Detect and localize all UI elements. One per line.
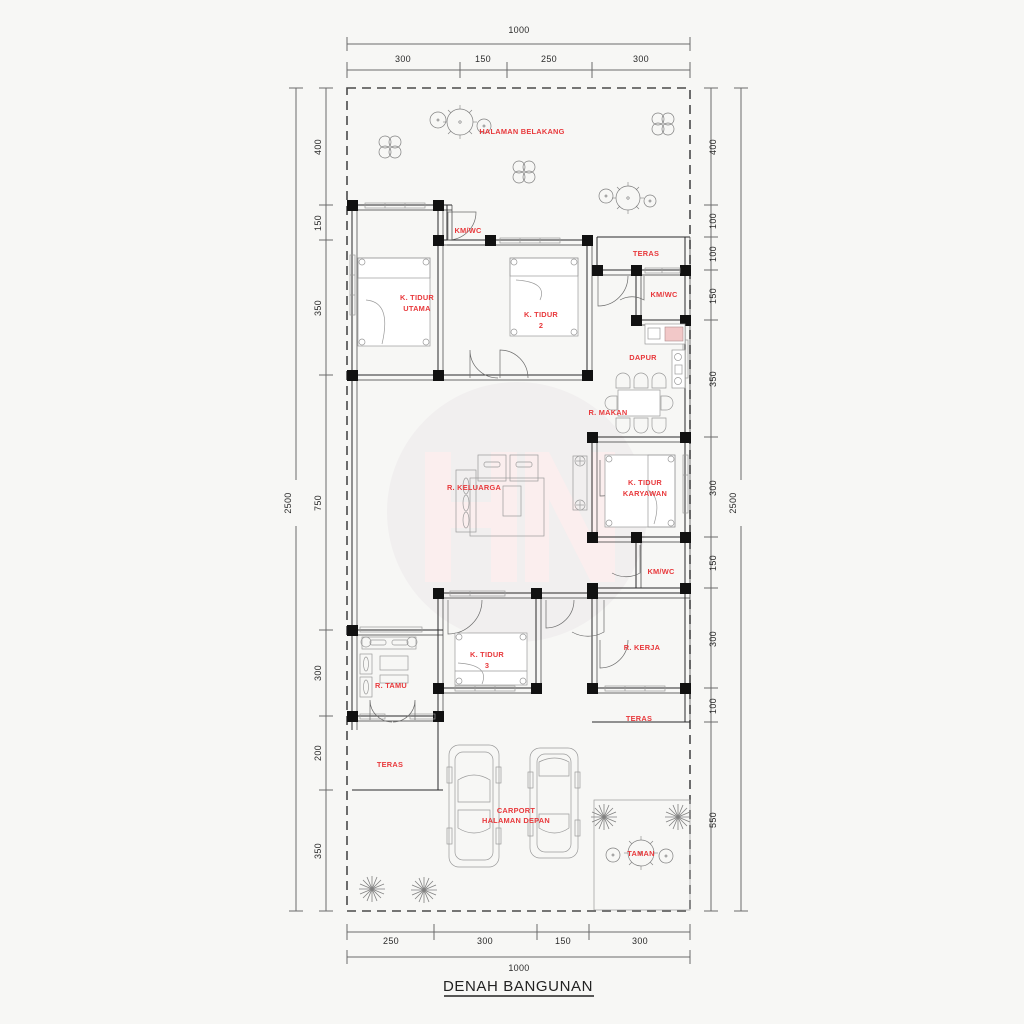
furniture-dining-set — [604, 372, 674, 434]
dim-right-seg-6: 300 — [708, 480, 718, 496]
furniture-bed-karyawan — [572, 454, 676, 528]
room-label-k-tidur-karyawan-line1: K. TIDUR — [628, 478, 662, 487]
dim-top-seg-1: 300 — [395, 54, 411, 64]
dim-bottom-seg-3: 150 — [555, 936, 571, 946]
dim-left-seg-4: 750 — [313, 495, 323, 511]
structural-columns — [347, 200, 691, 722]
room-label-r-kerja: R. KERJA — [624, 643, 661, 652]
dim-bottom-seg-2: 300 — [477, 936, 493, 946]
dim-right-seg-9: 100 — [708, 698, 718, 714]
room-label-teras-depan: TERAS — [377, 760, 403, 769]
room-label-k-tidur-3-line2: 3 — [485, 661, 489, 670]
room-label-k-tidur-2-line2: 2 — [539, 321, 543, 330]
dim-left-seg-6: 200 — [313, 745, 323, 761]
room-label-taman: TAMAN — [627, 849, 654, 858]
dim-right-seg-3: 100 — [708, 246, 718, 262]
room-labels: HALAMAN BELAKANG KM/WC K. TIDUR UTAMA K.… — [375, 127, 678, 858]
furniture-bed-3 — [454, 632, 528, 686]
dimension-chain-right-segments: 400 100 100 150 350 300 150 300 100 550 — [704, 87, 718, 912]
furniture-living-room-keluarga — [455, 454, 545, 537]
furniture-bed-utama — [357, 257, 431, 347]
room-label-k-tidur-utama-line1: K. TIDUR — [400, 293, 434, 302]
dimension-chain-top-overall: 1000 — [346, 22, 691, 51]
drawing-title: DENAH BANGUNAN — [443, 978, 593, 995]
room-label-carport: CARPORT — [497, 806, 536, 815]
dimension-chain-bottom-overall: 1000 — [346, 950, 691, 973]
drawing-title-group: DENAH BANGUNAN — [443, 978, 594, 997]
dim-right-seg-10: 550 — [708, 812, 718, 828]
dim-left-seg-7: 350 — [313, 843, 323, 859]
room-label-teras-kanan: TERAS — [626, 714, 652, 723]
dim-bottom-overall: 1000 — [508, 963, 529, 973]
dimension-chain-left-segments: 400 150 350 750 300 200 350 — [313, 87, 333, 912]
room-label-r-keluarga: R. KELUARGA — [447, 483, 501, 492]
dim-top-overall: 1000 — [508, 25, 529, 35]
dim-right-seg-4: 150 — [708, 288, 718, 304]
room-label-k-tidur-utama-line2: UTAMA — [403, 304, 431, 313]
dimension-chain-left-overall: 2500 — [283, 87, 303, 912]
furniture-bed-2 — [509, 257, 579, 337]
furniture-kitchen — [644, 323, 686, 389]
room-label-halaman-depan: HALAMAN DEPAN — [482, 816, 550, 825]
dim-right-seg-7: 150 — [708, 555, 718, 571]
door-swings — [369, 211, 645, 723]
plant-symbols — [359, 105, 691, 903]
dim-right-overall: 2500 — [728, 492, 738, 513]
room-label-km-wc-2: KM/WC — [650, 290, 678, 299]
dimension-chain-right-overall: 2500 — [728, 87, 748, 912]
watermark-hn — [387, 382, 647, 642]
building-walls — [351, 204, 691, 791]
dim-left-seg-2: 150 — [313, 215, 323, 231]
room-label-k-tidur-2-line1: K. TIDUR — [524, 310, 558, 319]
room-label-km-wc-1: KM/WC — [454, 226, 482, 235]
room-label-dapur: DAPUR — [629, 353, 657, 362]
carport-car-1 — [446, 744, 502, 868]
dim-left-overall: 2500 — [283, 492, 293, 513]
dim-bottom-seg-1: 250 — [383, 936, 399, 946]
room-label-k-tidur-3-line1: K. TIDUR — [470, 650, 504, 659]
furniture-sofa-tamu — [359, 636, 418, 698]
room-label-k-tidur-karyawan-line2: KARYAWAN — [623, 489, 667, 498]
carport-car-2 — [527, 747, 581, 859]
dim-left-seg-3: 350 — [313, 300, 323, 316]
dim-left-seg-5: 300 — [313, 665, 323, 681]
room-label-halaman-belakang: HALAMAN BELAKANG — [479, 127, 564, 136]
dim-right-seg-8: 300 — [708, 631, 718, 647]
dim-top-seg-4: 300 — [633, 54, 649, 64]
taman-area — [593, 799, 691, 911]
dim-right-seg-2: 100 — [708, 213, 718, 229]
room-label-r-makan: R. MAKAN — [589, 408, 628, 417]
dim-right-seg-5: 350 — [708, 371, 718, 387]
dimension-chain-bottom-segments: 250 300 150 300 — [346, 924, 691, 946]
room-label-km-wc-3: KM/WC — [647, 567, 675, 576]
dim-left-seg-1: 400 — [313, 139, 323, 155]
dimension-chain-top-segments: 300 150 250 300 — [346, 54, 691, 78]
room-label-r-tamu: R. TAMU — [375, 681, 407, 690]
dim-bottom-seg-4: 300 — [632, 936, 648, 946]
dim-top-seg-2: 150 — [475, 54, 491, 64]
dim-right-seg-1: 400 — [708, 139, 718, 155]
room-label-teras-belakang: TERAS — [633, 249, 659, 258]
dim-top-seg-3: 250 — [541, 54, 557, 64]
